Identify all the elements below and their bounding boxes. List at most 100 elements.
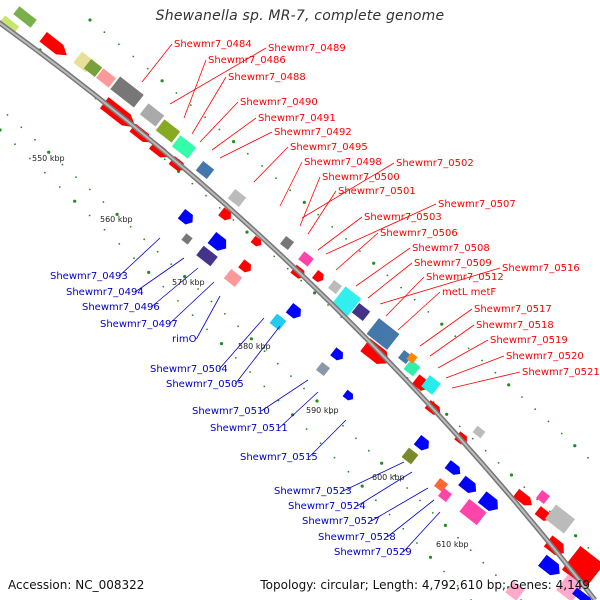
tick-dot [191, 182, 194, 185]
gene-block [505, 581, 525, 600]
gene-label: Shewmr7_0517 [474, 304, 552, 315]
leader-line [278, 391, 319, 429]
gene-block [535, 489, 551, 505]
tick-dot [443, 523, 447, 528]
tick-dot [275, 177, 277, 180]
tick-dot [319, 442, 322, 445]
gene-label: Shewmr7_0505 [166, 379, 244, 390]
tick-dot [345, 238, 347, 240]
gene-label: Shewmr7_0510 [192, 406, 270, 417]
gene-arrow [477, 491, 498, 511]
gene-label: Shewmr7_0497 [100, 319, 178, 330]
tick-dot [523, 486, 526, 488]
leader-line [150, 267, 199, 308]
gene-block [195, 160, 215, 180]
gene-arrow [285, 302, 301, 319]
tick-dot [313, 291, 317, 295]
tick-dot [88, 188, 91, 191]
tick-dot [223, 313, 226, 315]
tick-dot [497, 462, 500, 464]
tick-dot [44, 171, 46, 174]
tick-dot [317, 213, 320, 216]
gene-label: Shewmr7_0506 [380, 228, 458, 239]
tick-dot [440, 322, 444, 326]
gene-arrow [513, 488, 532, 506]
gene-label: Shewmr7_0490 [240, 97, 318, 108]
leader-line [379, 267, 501, 305]
tick-dot [118, 243, 121, 245]
gene-label: Shewmr7_0520 [506, 351, 584, 362]
tick-dot [88, 214, 91, 217]
tick-dot [303, 387, 305, 390]
tick-dot [218, 207, 221, 209]
gene-label: Shewmr7_0495 [290, 142, 368, 153]
tick-dot [481, 359, 483, 362]
gene-label: Shewmr7_0503 [364, 212, 442, 223]
tick-dot [402, 527, 405, 530]
tick-dot [315, 399, 319, 403]
tick-dot [14, 143, 16, 146]
tick-dot [302, 200, 306, 204]
tick-dot [457, 536, 459, 539]
leader-line [370, 487, 429, 522]
gene-arrow [572, 587, 594, 600]
tick-dot [88, 18, 92, 22]
leader-line [325, 203, 437, 255]
tick-dot [372, 261, 376, 265]
tick-dot [289, 189, 292, 192]
tick-dot [273, 255, 276, 258]
tick-dot [276, 362, 279, 365]
tick-dot [249, 371, 252, 373]
tick-dot [388, 513, 391, 516]
gene-label: Shewmr7_0516 [502, 263, 580, 274]
tick-dot [413, 298, 416, 301]
leader-line [445, 355, 505, 379]
tick-dot [360, 484, 364, 488]
gene-label: Shewmr7_0492 [274, 127, 352, 138]
gene-label: Shewmr7_0519 [490, 335, 568, 346]
gene-block [327, 279, 343, 295]
tick-dot [29, 157, 31, 160]
leader-line [307, 190, 337, 235]
tick-dot [393, 474, 396, 477]
gene-block [315, 361, 331, 377]
tick-dot [484, 449, 487, 452]
gene-block [459, 498, 487, 526]
tick-dot [47, 150, 51, 154]
gene-block [0, 15, 20, 35]
tick-dot [290, 375, 292, 377]
tick-dot [102, 201, 105, 203]
tick-dot [175, 92, 178, 94]
genome-summary-text: Topology: circular; Length: 4,792,610 bp… [260, 578, 590, 592]
tick-dot [103, 228, 106, 231]
tick-dot [246, 152, 249, 155]
tick-dot [509, 473, 514, 477]
tick-dot [367, 449, 370, 452]
gene-block [155, 119, 181, 143]
gene-block [351, 302, 371, 322]
tick-dot [482, 561, 485, 564]
gene-block [13, 6, 37, 28]
tick-dot [386, 274, 389, 277]
tick-dot [445, 412, 449, 416]
tick-dot [327, 304, 329, 306]
tick-dot [467, 347, 470, 350]
tick-dot [342, 425, 344, 427]
gene-label: Shewmr7_0509 [414, 258, 492, 269]
tick-dot [232, 140, 236, 144]
leader-line [397, 291, 441, 331]
tick-dot [380, 461, 384, 465]
tick-dot [587, 456, 589, 459]
gene-arrow [311, 269, 324, 283]
gene-block [139, 103, 165, 127]
tick-dot [300, 279, 303, 282]
tick-dot [261, 165, 263, 167]
genome-title: Shewanella sp. MR-7, complete genome [155, 8, 445, 24]
gene-block [401, 447, 419, 465]
kbp-tick-label: 590 kbp [306, 406, 339, 415]
tick-dot [419, 499, 421, 502]
leader-line [260, 379, 309, 412]
tick-dot [210, 300, 213, 303]
gene-label: Shewmr7_0501 [338, 186, 416, 197]
